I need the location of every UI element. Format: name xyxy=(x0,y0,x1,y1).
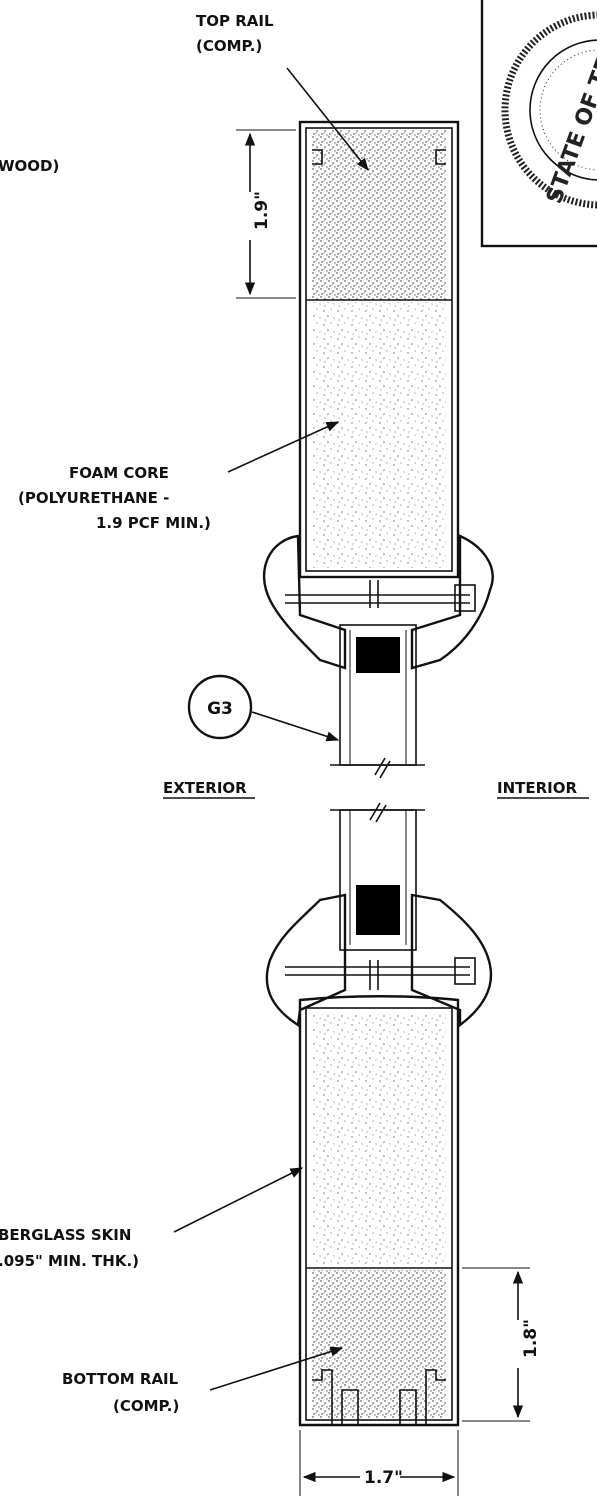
callout-g3-text: G3 xyxy=(207,699,233,719)
break-line-icon xyxy=(369,757,391,823)
label-bottom-rail-1: BOTTOM RAIL xyxy=(62,1370,179,1388)
dim-bottom-rail-text: 1.8" xyxy=(521,1319,541,1358)
label-skin-2: .095" MIN. THK.) xyxy=(0,1252,139,1270)
dimension-bottom-rail: 1.8" xyxy=(462,1267,541,1422)
seal-text: STATE OF TEX xyxy=(542,38,597,207)
top-panel xyxy=(298,120,460,579)
dim-width-text: 1.7" xyxy=(364,1468,403,1488)
glazing-bead-lower xyxy=(356,885,400,935)
label-top-rail-2: (COMP.) xyxy=(196,37,262,55)
glazing-bead-upper xyxy=(356,637,400,673)
leader-g3 xyxy=(251,711,340,742)
label-wood: WOOD) xyxy=(0,157,59,175)
label-skin-1: BERGLASS SKIN xyxy=(0,1226,131,1244)
label-foam-2: (POLYURETHANE - xyxy=(18,489,169,507)
label-foam-3: 1.9 PCF MIN.) xyxy=(96,514,211,532)
state-seal-icon: STATE OF TEX xyxy=(480,0,597,248)
label-interior: INTERIOR xyxy=(497,779,577,797)
dim-top-rail-text: 1.9" xyxy=(252,191,272,230)
bottom-rail-fill xyxy=(312,1270,446,1418)
dimension-width: 1.7" xyxy=(299,1430,459,1496)
callout-g3: G3 xyxy=(187,674,253,740)
leader-bottom-rail xyxy=(209,1346,344,1391)
label-top-rail-1: TOP RAIL xyxy=(196,12,274,30)
foam-core-fill-bottom xyxy=(312,1012,446,1267)
leader-top-rail xyxy=(286,67,369,172)
glass-unit-lower xyxy=(330,809,425,951)
leader-foam-core xyxy=(227,421,340,473)
leader-skin xyxy=(173,1167,304,1233)
foam-core-fill-top xyxy=(312,302,446,568)
bottom-glazing-molding xyxy=(265,893,493,1028)
label-foam-1: FOAM CORE xyxy=(69,464,169,482)
label-exterior: EXTERIOR xyxy=(163,779,247,797)
dimension-top-rail: 1.9" xyxy=(236,129,296,299)
label-bottom-rail-2: (COMP.) xyxy=(113,1397,179,1415)
top-rail-fill xyxy=(312,130,446,300)
bottom-panel xyxy=(298,995,460,1427)
top-glazing-molding xyxy=(262,534,494,670)
glass-unit-upper xyxy=(330,624,425,766)
